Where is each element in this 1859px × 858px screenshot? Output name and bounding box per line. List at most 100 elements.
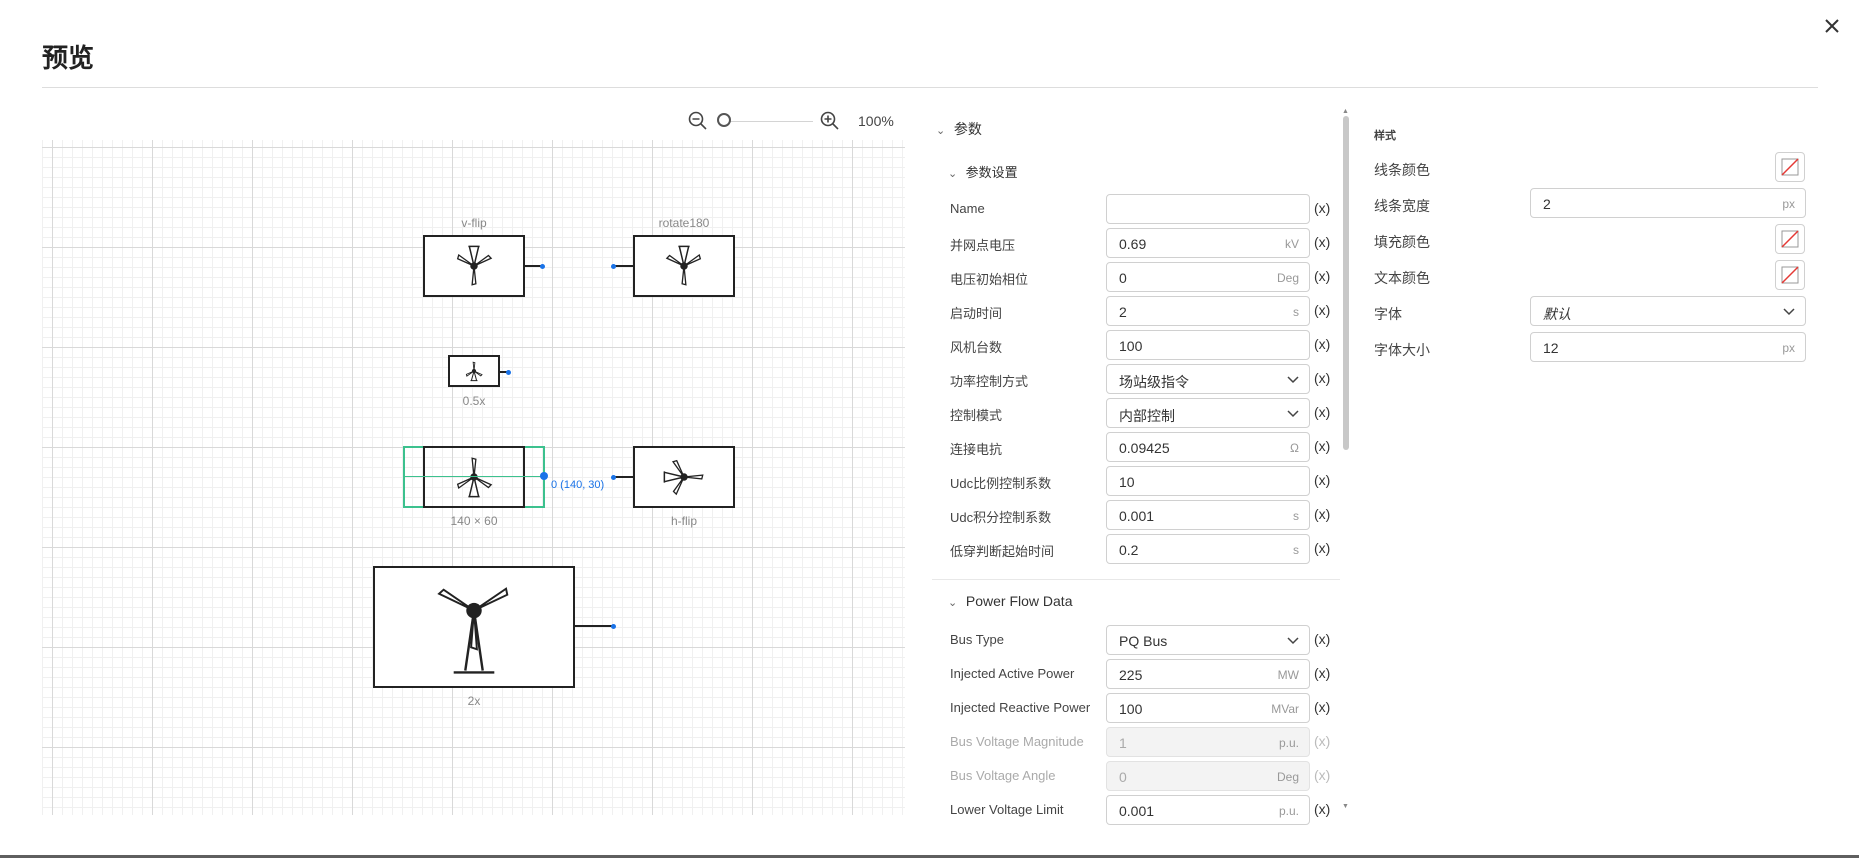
selection-handle[interactable]: [540, 472, 548, 480]
style-label-font-size: 字体大小: [1374, 342, 1430, 358]
font-select[interactable]: 默认: [1530, 296, 1806, 326]
style-label-line-width: 线条宽度: [1374, 198, 1430, 214]
turbine-node-v-flip[interactable]: [423, 235, 525, 297]
expr-toggle[interactable]: (x): [1314, 438, 1331, 454]
chevron-down-icon: [1287, 637, 1299, 645]
scroll-up-arrow[interactable]: ▲: [1342, 108, 1349, 115]
chevron-down-icon: [1783, 308, 1795, 316]
dialog-title: 预览: [42, 43, 95, 73]
style-panel-title: 样式: [1374, 130, 1396, 142]
expr-toggle[interactable]: (x): [1314, 234, 1331, 250]
expr-toggle[interactable]: (x): [1314, 200, 1331, 216]
line-color-swatch[interactable]: [1775, 152, 1805, 182]
port-dot[interactable]: [540, 264, 545, 269]
pf-input-lower-voltage[interactable]: 0.001 p.u.: [1106, 795, 1310, 825]
expr-toggle[interactable]: (x): [1314, 540, 1331, 556]
port-dot[interactable]: [611, 624, 616, 629]
expr-toggle[interactable]: (x): [1314, 404, 1331, 420]
port-line: [614, 476, 633, 478]
zoom-in-icon[interactable]: [819, 110, 841, 132]
style-label-font: 字体: [1374, 306, 1402, 322]
style-label-line-color: 线条颜色: [1374, 162, 1430, 178]
turbine-node-double[interactable]: [373, 566, 575, 688]
expr-toggle[interactable]: (x): [1314, 665, 1331, 681]
pf-input-voltage-magnitude: 1 p.u.: [1106, 727, 1310, 757]
pf-input-reactive-power[interactable]: 100 MVar: [1106, 693, 1310, 723]
param-unit: s: [1293, 305, 1299, 319]
param-value: 0.001: [1119, 508, 1155, 524]
port-line: [614, 265, 633, 267]
param-label-grid-voltage: 并网点电压: [950, 238, 1016, 253]
port-dot[interactable]: [506, 370, 511, 375]
param-label-reactance: 连接电抗: [950, 442, 1003, 457]
param-value: 225: [1119, 667, 1143, 683]
param-input-name[interactable]: [1106, 194, 1310, 224]
param-value: PQ Bus: [1119, 633, 1168, 649]
section-params-label: 参数: [953, 121, 982, 137]
param-unit: p.u.: [1278, 736, 1299, 750]
text-color-swatch[interactable]: [1775, 260, 1805, 290]
chevron-down-icon: ⌄: [936, 125, 946, 137]
param-input-udc-kp[interactable]: 10: [1106, 466, 1310, 496]
param-label-control-mode: 控制模式: [950, 408, 1003, 423]
font-size-input[interactable]: 12 px: [1530, 332, 1806, 362]
param-input-turbine-count[interactable]: 100: [1106, 330, 1310, 360]
line-width-input[interactable]: 2 px: [1530, 188, 1806, 218]
param-select-control-mode[interactable]: 内部控制: [1106, 398, 1310, 428]
expr-toggle: (x): [1314, 733, 1331, 749]
section-param-settings[interactable]: ⌄ 参数设置: [948, 162, 1018, 181]
close-icon[interactable]: [1820, 14, 1844, 38]
param-select-power-control[interactable]: 场站级指令: [1106, 364, 1310, 394]
port-dot[interactable]: [611, 475, 616, 480]
expr-toggle[interactable]: (x): [1314, 699, 1331, 715]
expr-toggle[interactable]: (x): [1314, 506, 1331, 522]
chevron-down-icon: ⌄: [948, 168, 958, 180]
turbine-node-h-flip[interactable]: [633, 446, 735, 508]
param-input-udc-ki[interactable]: 0.001 s: [1106, 500, 1310, 530]
param-input-reactance[interactable]: 0.09425 Ω: [1106, 432, 1310, 462]
selection-midline: [403, 476, 545, 477]
pf-input-active-power[interactable]: 225 MW: [1106, 659, 1310, 689]
turbine-node-selected[interactable]: [423, 446, 525, 508]
wind-turbine-icon: [456, 245, 493, 286]
expr-toggle[interactable]: (x): [1314, 801, 1331, 817]
fill-color-swatch[interactable]: [1775, 224, 1805, 254]
param-input-init-phase[interactable]: 0 Deg: [1106, 262, 1310, 292]
port-line: [525, 265, 542, 267]
zoom-slider-handle[interactable]: [717, 113, 731, 127]
param-input-lvrt-start[interactable]: 0.2 s: [1106, 534, 1310, 564]
zoom-slider-track[interactable]: [724, 121, 813, 122]
label-half: 0.5x: [462, 394, 486, 408]
param-value: 0.001: [1119, 803, 1155, 819]
pf-select-bus-type[interactable]: PQ Bus: [1106, 625, 1310, 655]
section-param-settings-label: 参数设置: [965, 165, 1018, 180]
chevron-down-icon: [1287, 376, 1299, 384]
zoom-out-icon[interactable]: [687, 110, 709, 132]
scroll-down-arrow[interactable]: ▼: [1342, 803, 1349, 810]
section-params[interactable]: ⌄ 参数: [936, 119, 982, 139]
expr-toggle[interactable]: (x): [1314, 370, 1331, 386]
expr-toggle[interactable]: (x): [1314, 302, 1331, 318]
port-dot[interactable]: [611, 264, 616, 269]
expr-toggle[interactable]: (x): [1314, 336, 1331, 352]
param-input-grid-voltage[interactable]: 0.69 kV: [1106, 228, 1310, 258]
param-label-lvrt-start: 低穿判断起始时间: [950, 544, 1055, 559]
turbine-node-rotate180[interactable]: [633, 235, 735, 297]
param-value: 场站级指令: [1119, 374, 1189, 390]
turbine-node-half[interactable]: [448, 355, 500, 387]
param-value: 10: [1119, 474, 1135, 490]
wind-turbine-icon: [465, 361, 483, 382]
param-value: 0.69: [1119, 236, 1147, 252]
section-power-flow[interactable]: ⌄ Power Flow Data: [948, 593, 1072, 609]
line-width-unit: px: [1782, 197, 1795, 211]
params-scrollbar[interactable]: [1343, 116, 1349, 450]
expr-toggle[interactable]: (x): [1314, 631, 1331, 647]
param-label-name: Name: [950, 201, 985, 216]
no-color-icon: [1781, 230, 1799, 248]
param-input-start-time[interactable]: 2 s: [1106, 296, 1310, 326]
font-value: 默认: [1543, 306, 1571, 322]
label-v-flip: v-flip: [461, 216, 487, 230]
expr-toggle[interactable]: (x): [1314, 472, 1331, 488]
label-h-flip: h-flip: [670, 514, 697, 528]
expr-toggle[interactable]: (x): [1314, 268, 1331, 284]
